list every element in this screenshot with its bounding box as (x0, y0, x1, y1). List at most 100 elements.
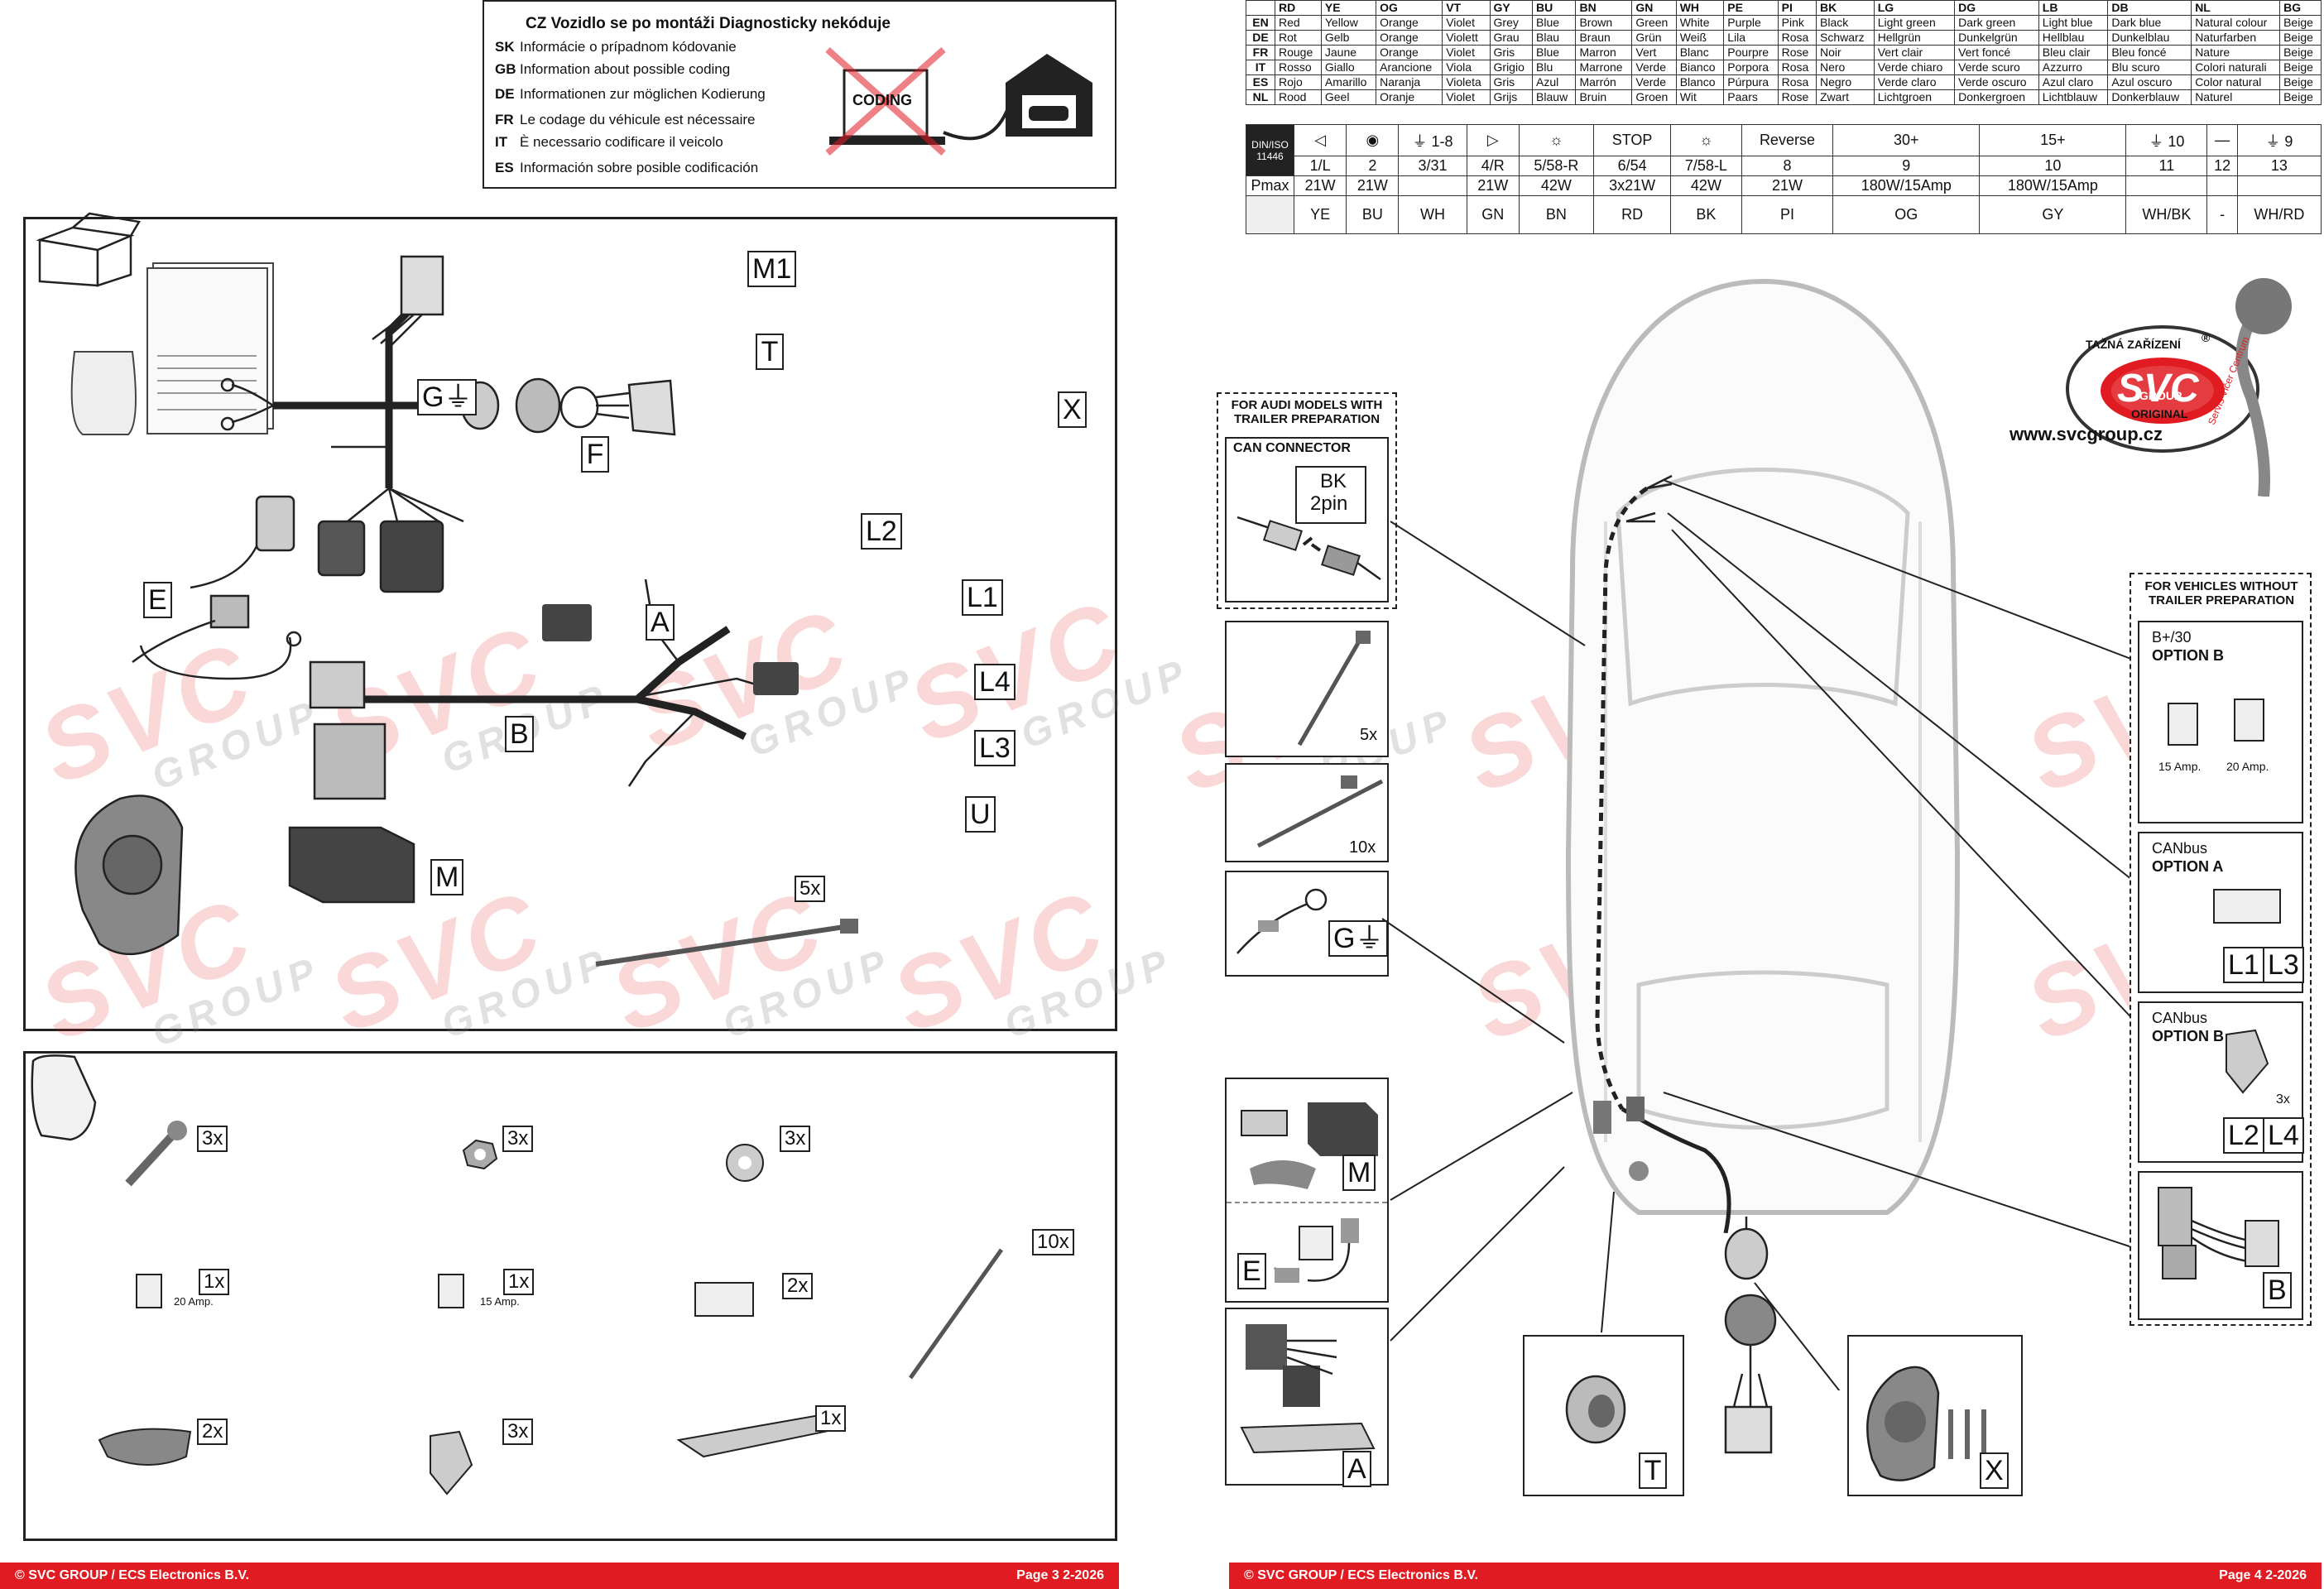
footer-brand: © SVC GROUP / ECS Electronics B.V. (15, 1568, 249, 1582)
logo-group: GROUP (2139, 389, 2182, 402)
qty-tie10: 10x (1349, 838, 1376, 857)
footer-brand: © SVC GROUP / ECS Electronics B.V. (1244, 1568, 1478, 1582)
fuse-20-amp: 20 Amp. (2226, 760, 2269, 773)
coding-illustration (825, 47, 1092, 156)
qty-nut: 3x (502, 1126, 534, 1152)
label-l2-right: L2 (2223, 1117, 2264, 1154)
can-a-head: CANbus (2152, 840, 2208, 857)
label-m-right: M (1342, 1155, 1376, 1191)
x-drawing (1866, 1366, 1986, 1481)
coding-laptop-label: CODING (852, 92, 912, 108)
label-l3-right: L3 (2263, 947, 2304, 983)
footer-page: Page 3 2-2026 (1016, 1568, 1104, 1582)
footer-right: © SVC GROUP / ECS Electronics B.V. Page … (1229, 1563, 2322, 1589)
label-e: E (143, 582, 172, 618)
label-a: A (646, 604, 675, 641)
cable-tie-5-drawing (1297, 631, 1371, 746)
can-b-title: OPTION B (2152, 1028, 2225, 1044)
audi-box-title: FOR AUDI MODELS WITH TRAILER PREPARATION (1231, 398, 1383, 426)
label-l3: L3 (974, 730, 1016, 766)
t-drawing (1565, 1375, 1626, 1444)
car-diagram (1565, 278, 1961, 1233)
label-b-right: B (2263, 1272, 2292, 1308)
fuses-drawing (2168, 698, 2264, 746)
bk-2pin-callout (1295, 466, 1366, 524)
label-t-right: T (1639, 1452, 1667, 1489)
leader-lines (1381, 479, 2140, 1390)
bag-icon (31, 1054, 97, 1141)
box-icon (36, 212, 141, 287)
label-l1: L1 (962, 579, 1003, 616)
fuse-20-label: 20 Amp. (174, 1295, 214, 1308)
logo-top-text: TAŽNÁ ZAŘÍZENÍ (2086, 338, 2181, 351)
callout-2pin: 2pin (1310, 492, 1348, 515)
option-b-title: OPTION B (2152, 647, 2225, 664)
label-m1: M1 (747, 251, 797, 287)
label-l2: L2 (861, 513, 902, 550)
label-a-right: A (1342, 1451, 1371, 1487)
qty-pad: 2x (197, 1419, 228, 1445)
logo-original: ORIGINAL (2131, 407, 2188, 420)
label-ground: G⏚ (417, 379, 478, 415)
qty-washer: 3x (780, 1126, 811, 1152)
label-x-right: X (1980, 1452, 2009, 1489)
label-u: U (965, 796, 996, 833)
label-l4-right: L4 (2263, 1117, 2304, 1154)
b-harness-drawing (2158, 1187, 2279, 1279)
qty-cable-tie-5: 5x (795, 876, 826, 902)
option-b-box (2138, 621, 2303, 823)
qty-connector: 2x (782, 1273, 814, 1299)
divider (1227, 1202, 1387, 1203)
logo-brand: SVC (2117, 367, 2199, 410)
callout-bk: BK (1320, 470, 1347, 492)
hardware-drawing (98, 1121, 1004, 1495)
can-plug-drawing (1236, 516, 1381, 581)
part-box-tie10 (1225, 763, 1389, 862)
qty-tie5: 5x (1360, 726, 1378, 744)
logo-reg: ® (2202, 331, 2211, 344)
can-b-qty: 3x (2276, 1092, 2290, 1107)
can-b-drawing (2226, 1029, 2269, 1094)
label-t: T (756, 334, 784, 370)
qty-plate: 1x (815, 1405, 847, 1432)
label-f: F (581, 436, 609, 473)
part-box-ground (1225, 871, 1389, 977)
label-x: X (1058, 391, 1087, 428)
qty-clip: 3x (502, 1419, 534, 1445)
qty-bolt: 3x (197, 1126, 228, 1152)
no-prep-title: FOR VEHICLES WITHOUT TRAILER PREPARATION (2144, 579, 2298, 607)
label-b: B (505, 716, 534, 752)
fuse-15-amp: 15 Amp. (2158, 760, 2202, 773)
cable-tie-10-drawing (1256, 775, 1384, 848)
qty-cable-tie-10: 10x (1032, 1229, 1074, 1255)
svc-logo (2066, 278, 2292, 497)
can-a-drawing (2213, 889, 2281, 924)
footer-page: Page 4 2-2026 (2219, 1568, 2307, 1582)
can-b-head: CANbus (2152, 1010, 2208, 1026)
label-ground-right: G⏚ (1328, 920, 1389, 957)
coding-notice-title: CZ Vozidlo se po montáži Diagnosticky ne… (526, 15, 891, 32)
label-l4: L4 (974, 664, 1016, 700)
qty-fuse-15: 1x (503, 1269, 535, 1295)
a-drawing (1240, 1324, 1376, 1454)
label-m: M (430, 859, 464, 895)
logo-url: www.svcgroup.cz (2009, 424, 2163, 444)
can-connector-title: CAN CONNECTOR (1233, 441, 1351, 455)
option-b-head: B+/30 (2152, 629, 2192, 646)
fuse-15-label: 15 Amp. (480, 1295, 520, 1308)
footer-left: © SVC GROUP / ECS Electronics B.V. Page … (0, 1563, 1119, 1589)
ground-cable-drawing (1236, 888, 1328, 954)
